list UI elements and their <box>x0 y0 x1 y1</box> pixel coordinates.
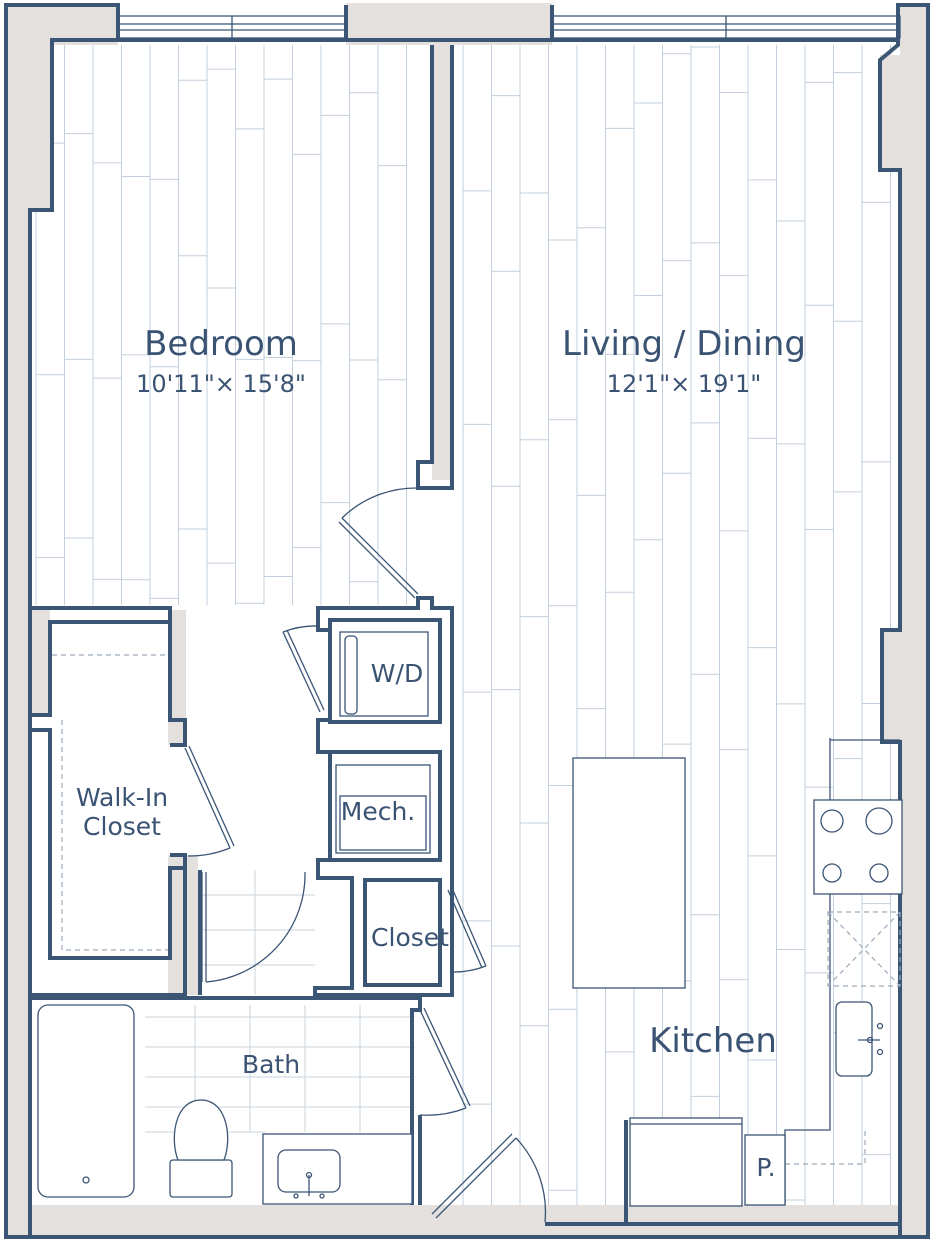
door-walk-in-closet[interactable] <box>184 745 235 857</box>
washer-dryer-label: W/D <box>371 659 423 688</box>
living-dining-name: Living / Dining <box>562 324 806 364</box>
toilet <box>169 1099 233 1198</box>
bath-floor-tiles <box>145 870 415 1133</box>
vanity <box>262 1133 413 1205</box>
closet-shelving <box>52 654 168 951</box>
living-dining-dimensions: 12'1"× 19'1" <box>607 370 762 398</box>
dishwasher <box>827 911 901 987</box>
window-top-right <box>551 15 901 39</box>
bath-label: Bath <box>242 1050 300 1079</box>
kitchen-label: Kitchen <box>649 1021 777 1061</box>
door-washer-dryer[interactable] <box>282 625 325 713</box>
pantry-label: P. <box>756 1153 775 1182</box>
wall-mass <box>6 3 928 1235</box>
door-bath[interactable] <box>201 871 306 983</box>
mech-label: Mech. <box>341 797 416 826</box>
door-bedroom[interactable] <box>338 487 419 599</box>
interior-walls <box>30 45 900 1226</box>
cooktop <box>813 799 903 895</box>
kitchen-sink <box>835 1001 884 1077</box>
living-floor-planks <box>462 45 891 1222</box>
mechanical-unit <box>335 764 431 854</box>
bathtub <box>37 1004 135 1198</box>
washer-dryer-unit <box>339 631 429 717</box>
entry-door[interactable] <box>431 1133 547 1223</box>
exterior-walls <box>4 3 930 1239</box>
bedroom-dimensions: 10'11"× 15'8" <box>136 370 306 398</box>
refrigerator <box>629 1117 743 1207</box>
kitchen-island <box>572 757 686 989</box>
window-top-left <box>117 15 347 39</box>
pantry <box>744 1134 786 1206</box>
walk-in-closet-label-line1: Walk-In <box>76 783 168 812</box>
closet-label: Closet <box>371 923 449 952</box>
door-bath-closet[interactable] <box>419 1007 471 1116</box>
walk-in-closet-label-line2: Closet <box>83 812 161 841</box>
bedroom-name: Bedroom <box>144 324 298 364</box>
door-closet[interactable] <box>447 887 487 973</box>
